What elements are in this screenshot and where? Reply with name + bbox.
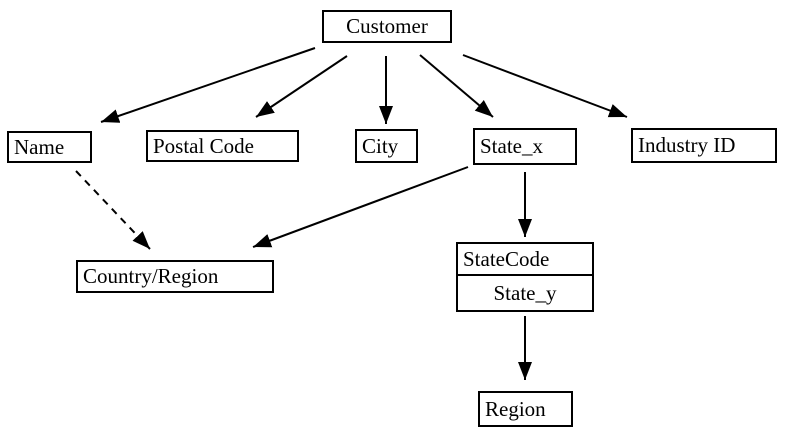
node-customer: Customer bbox=[322, 10, 452, 43]
node-region: Region bbox=[478, 391, 573, 427]
edge-customer-industry-arrow bbox=[462, 54, 628, 118]
node-city: City bbox=[355, 129, 418, 163]
node-postal-code: Postal Code bbox=[146, 130, 299, 162]
node-country-region: Country/Region bbox=[76, 260, 274, 293]
edge-customer-statex-arrow bbox=[419, 54, 494, 118]
node-name: Name bbox=[7, 131, 92, 163]
node-statecode-group: StateCode State_y bbox=[456, 242, 594, 312]
node-state-x: State_x bbox=[473, 128, 577, 165]
edge-statex-country-arrow bbox=[252, 166, 469, 248]
edge-name-country-dashed-arrow bbox=[75, 170, 151, 250]
edge-customer-name-arrow bbox=[100, 47, 316, 123]
node-industry-id: Industry ID bbox=[631, 128, 777, 163]
node-state-y: State_y bbox=[493, 280, 557, 305]
node-state-code: StateCode bbox=[458, 244, 592, 276]
edge-customer-postal-arrow bbox=[255, 55, 348, 118]
